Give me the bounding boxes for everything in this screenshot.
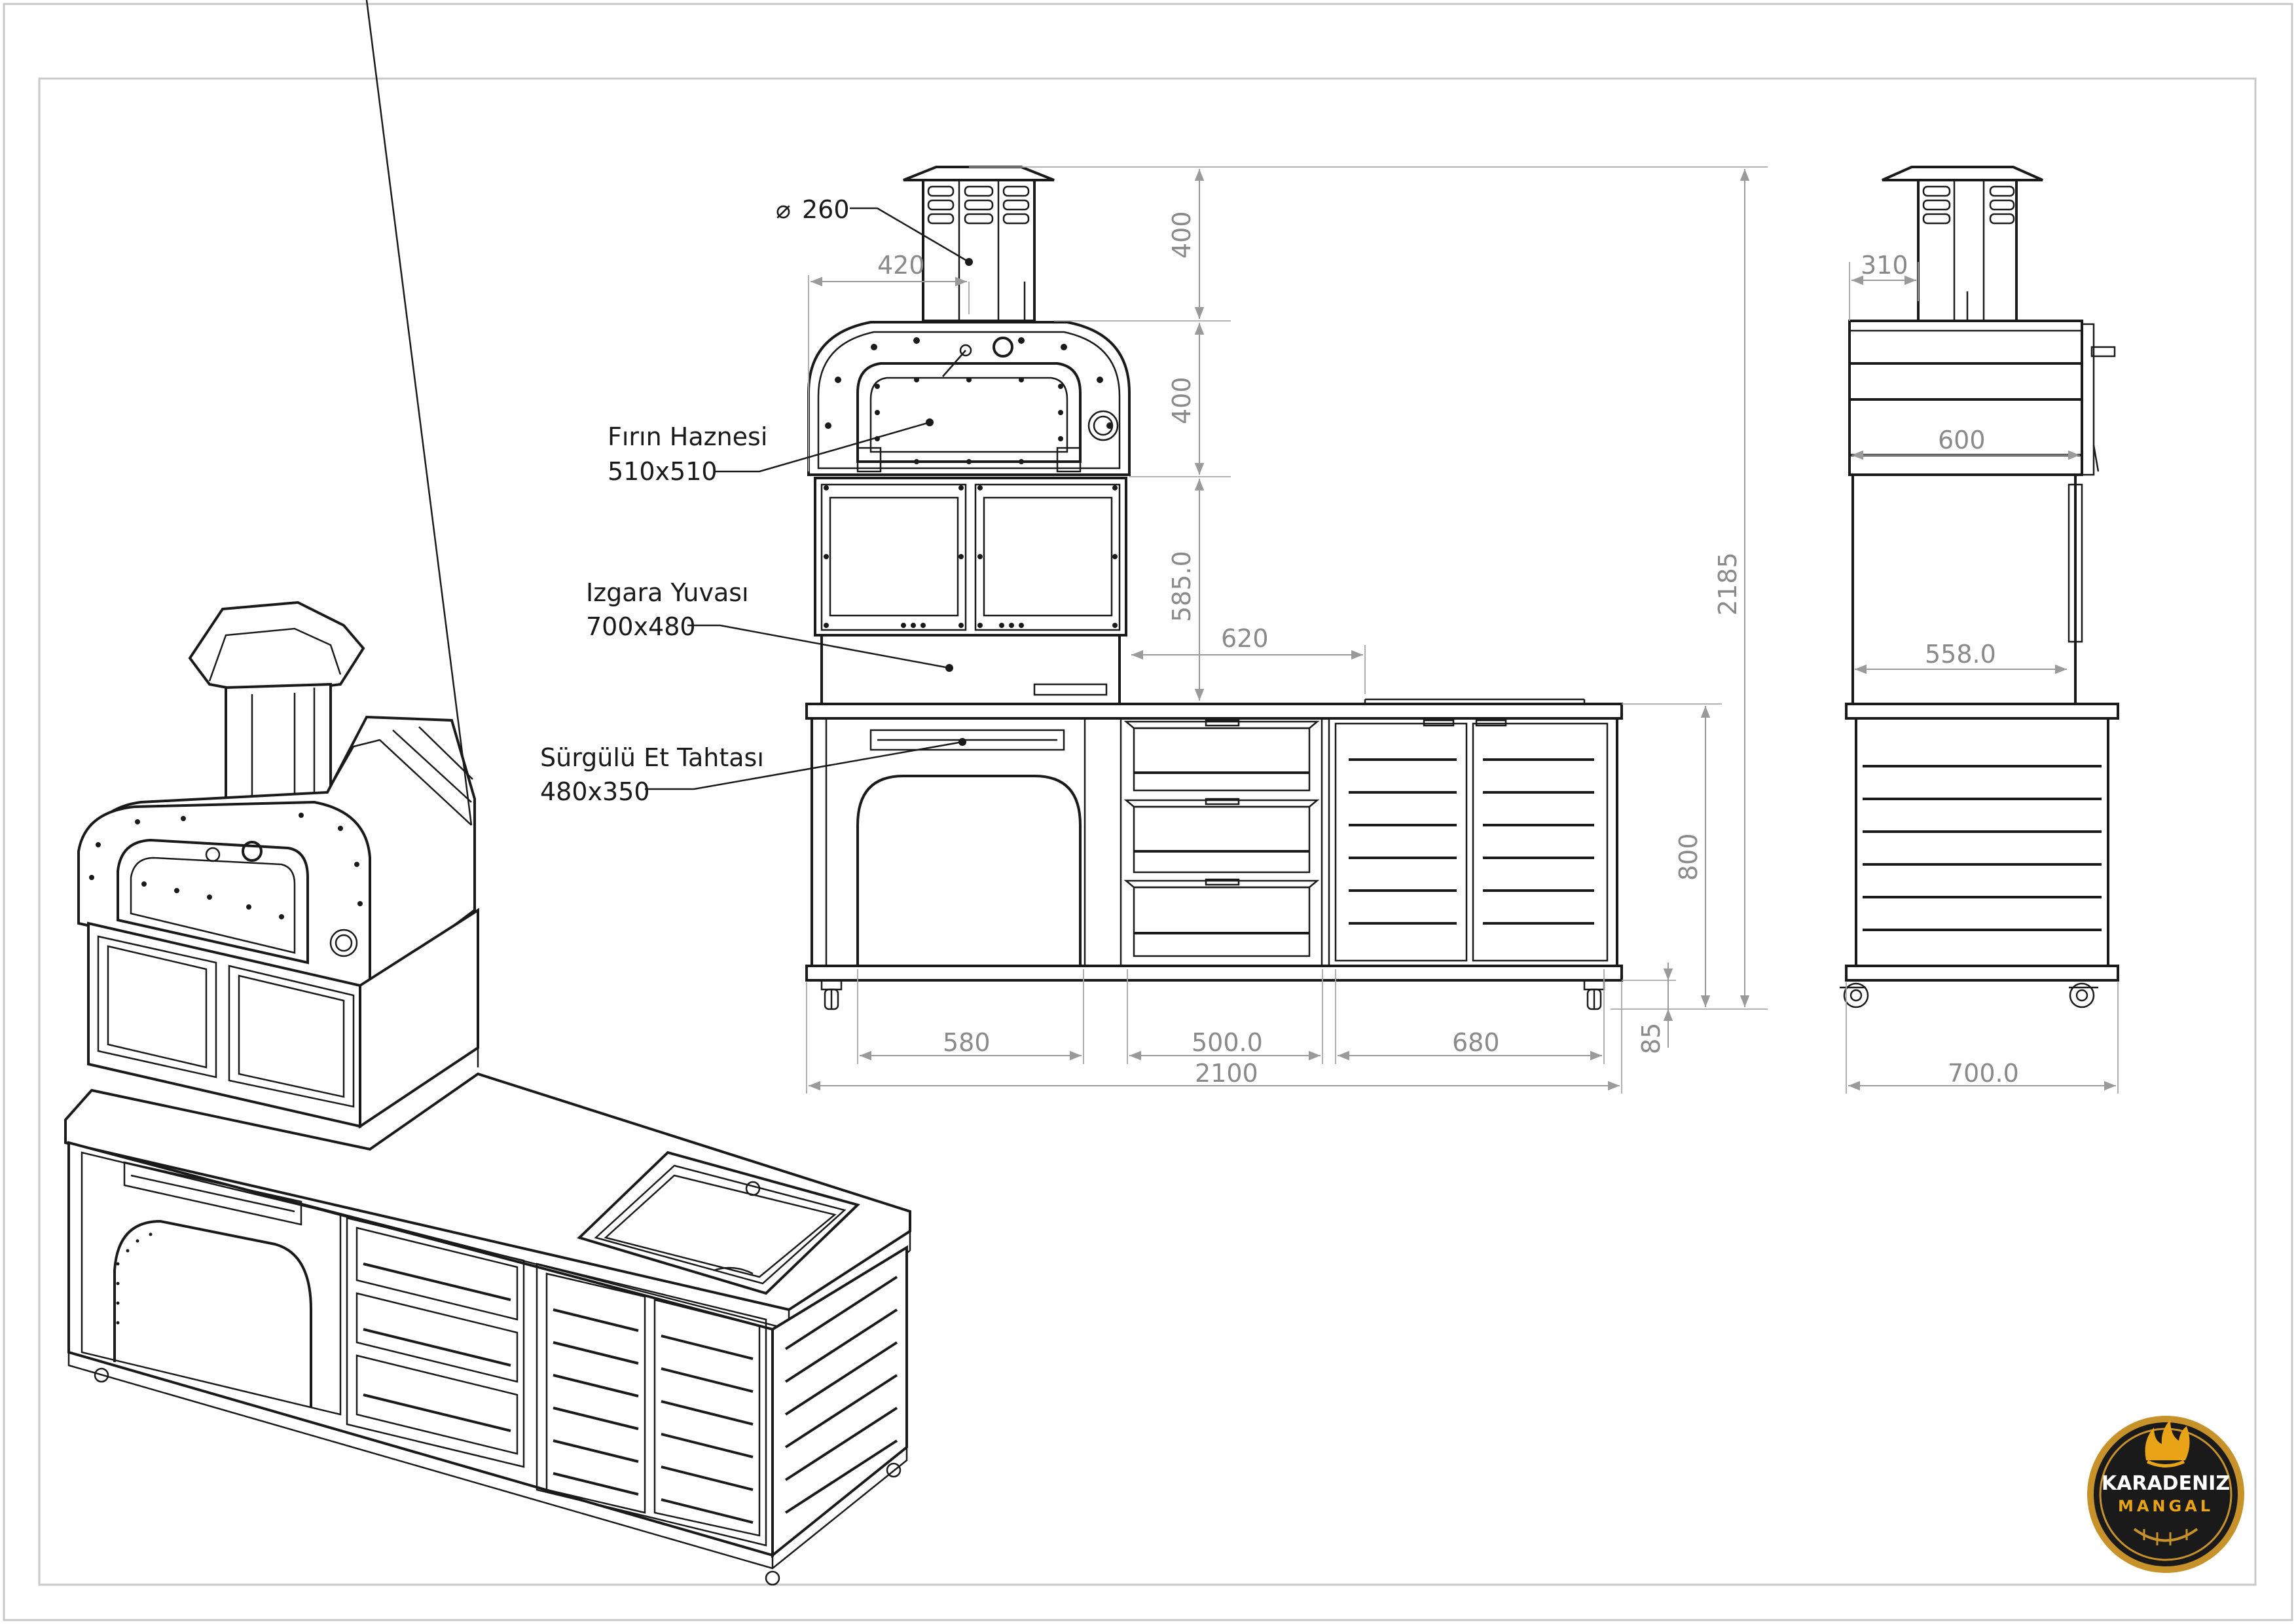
board-name-label: Sürgülü Et Tahtası [540,743,764,772]
brand-logo: KARADENIZ MANGAL [2087,1416,2244,1573]
flue-diameter-label: 260 [802,195,850,224]
dim-chimney-offset: 420 [877,251,925,280]
callouts: ⌀ 260 Fırın Haznesi 510x510 Izgara Yuvas… [540,195,973,806]
dim-side-inner-depth: 558.0 [1925,640,1996,669]
grill-name-label: Izgara Yuvası [586,578,749,607]
dim-chimney-height: 400 [1167,211,1196,259]
side-dimensions: 310 600 558.0 700.0 [1846,251,2119,1094]
front-view [805,166,1623,1010]
dim-counter-offset: 620 [1221,624,1269,653]
grill-size-label: 700x480 [586,612,696,641]
dim-total-height: 2185 [1713,552,1742,616]
chamber-size-label: 510x510 [608,457,718,486]
logo-disc [2094,1422,2238,1566]
board-size-label: 480x350 [540,777,650,806]
side-view [1840,166,2119,1008]
flue-diameter-symbol: ⌀ [776,195,791,224]
inner-frame [38,77,2257,1586]
dim-section-right: 680 [1452,1028,1500,1057]
logo-line2: MANGAL [2118,1497,2214,1515]
chamber-name-label: Fırın Haznesi [608,422,767,451]
isometric-view [64,0,911,1586]
dim-dome-height: 400 [1167,377,1196,424]
dim-grill-height: 585.0 [1167,551,1196,622]
grill-grate-icon [2133,1528,2198,1542]
flame-icon [2145,1420,2190,1460]
outer-frame [3,3,2293,1621]
dim-total-width: 2100 [1195,1059,1258,1088]
logo-line1: KARADENIZ [2102,1472,2230,1495]
dim-side-chimney: 310 [1861,251,1908,280]
dim-section-left: 580 [943,1028,991,1057]
dim-side-total-depth: 700.0 [1948,1059,2019,1088]
front-dimensions: 420 400 400 585.0 2185 620 800 85 580 50… [806,166,1768,1094]
dim-section-mid: 500.0 [1192,1028,1263,1057]
dim-caster-height: 85 [1637,1023,1666,1054]
dim-cabinet-height: 800 [1674,833,1703,881]
dim-side-oven-depth: 600 [1938,426,1986,454]
